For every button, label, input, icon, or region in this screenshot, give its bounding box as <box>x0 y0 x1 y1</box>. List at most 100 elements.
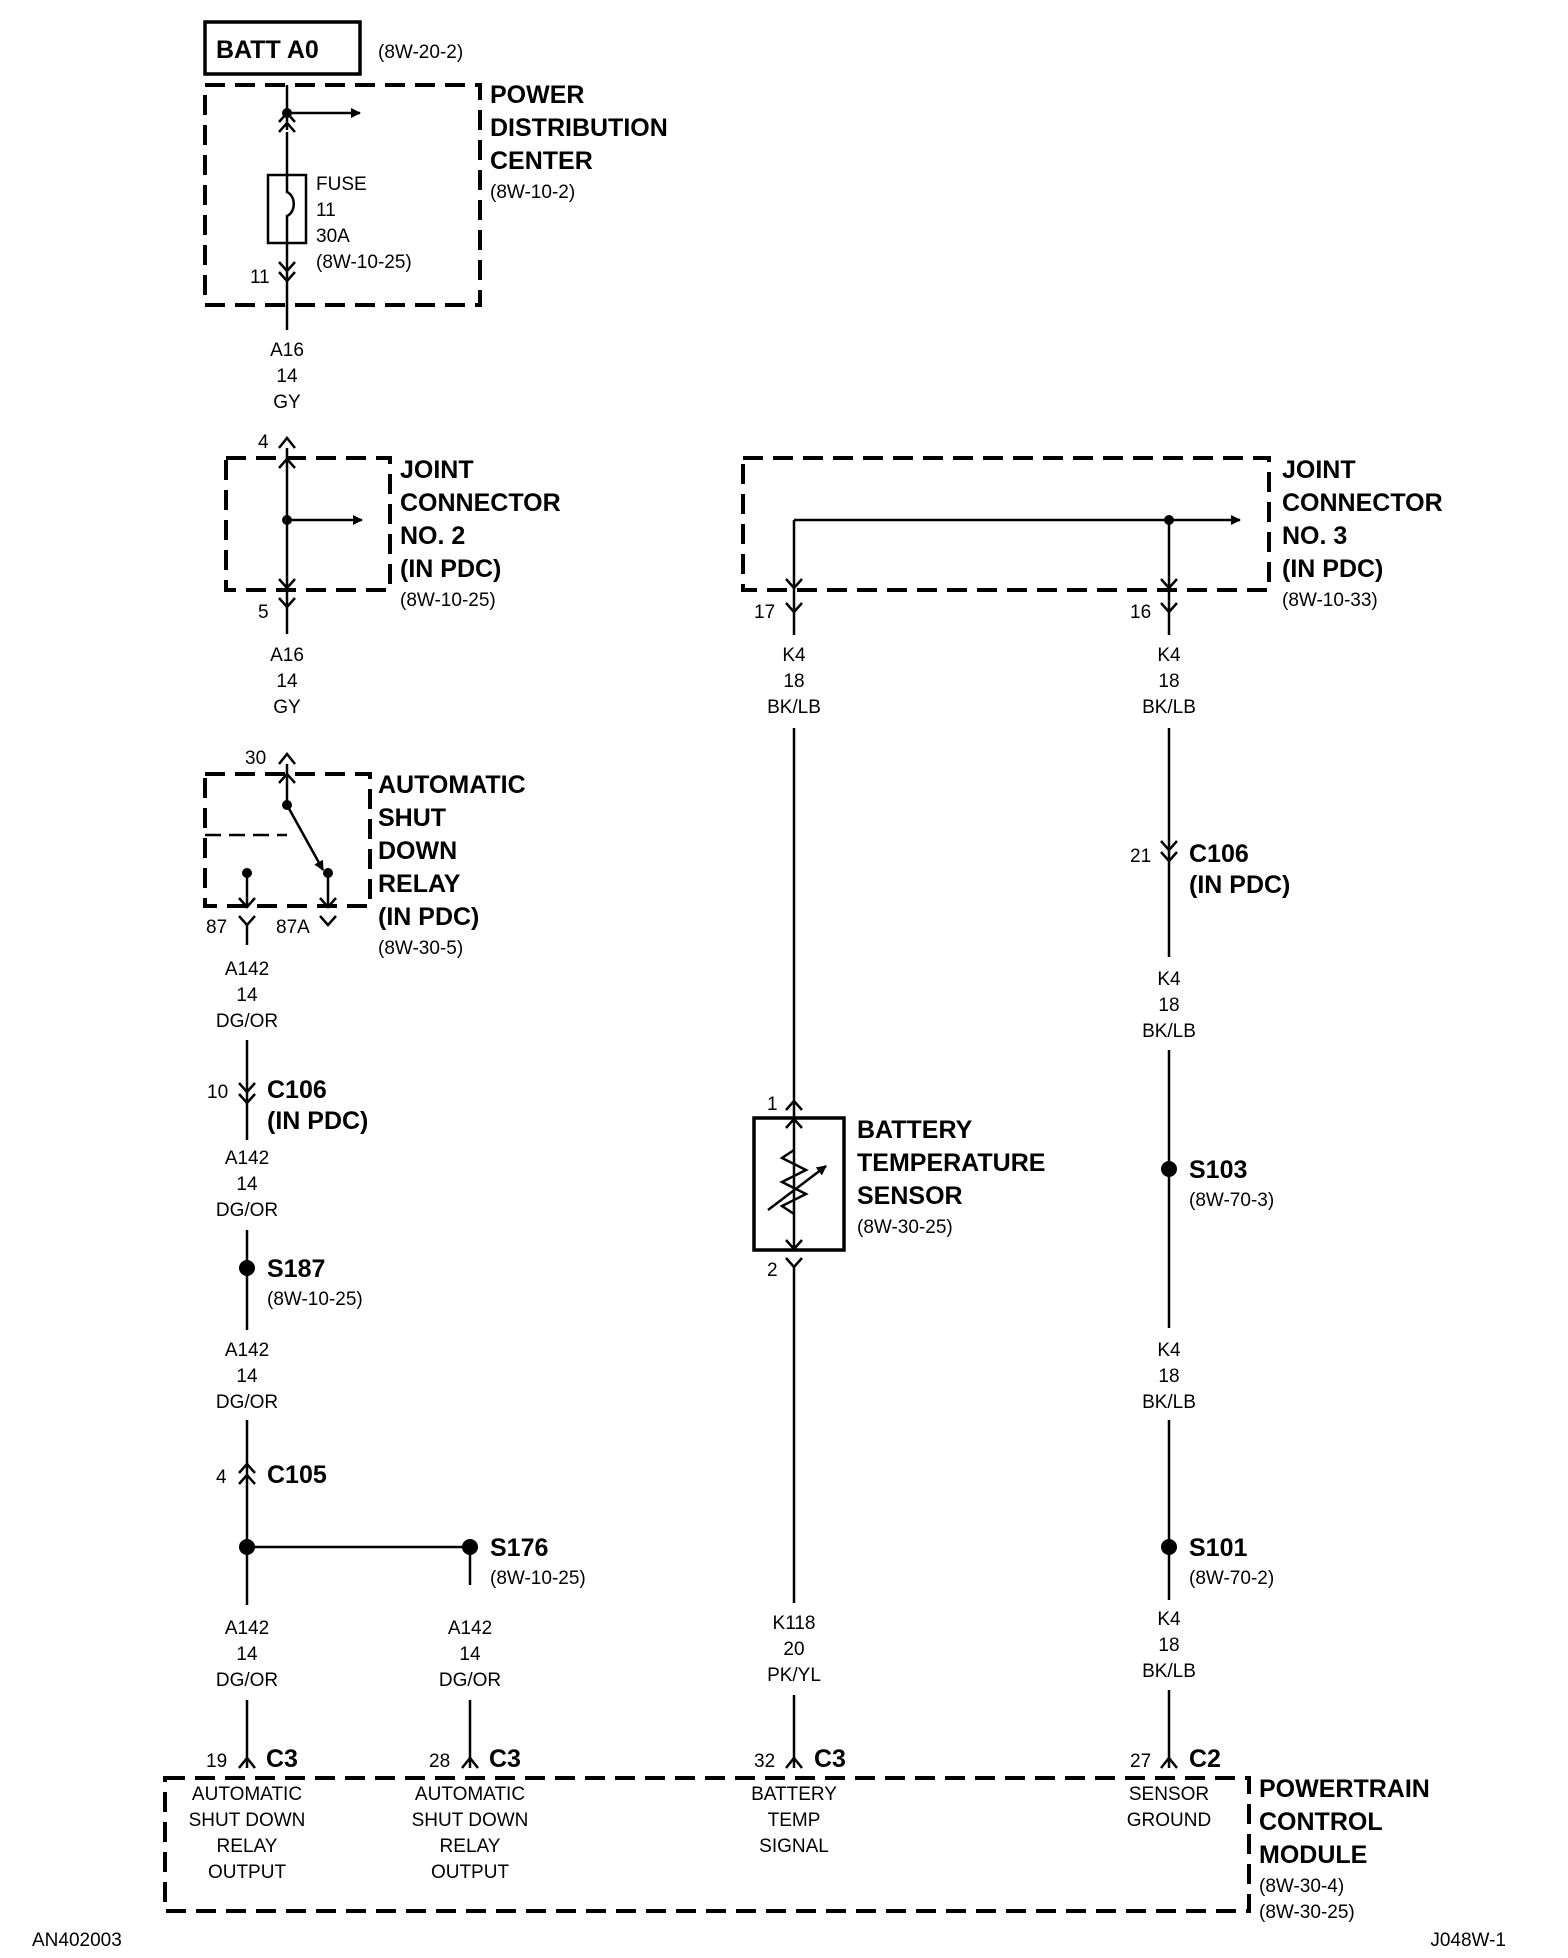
asd-pin-87: 87 <box>206 917 227 938</box>
wire-k4-right-3-color: BK/LB <box>1142 1392 1196 1413</box>
jc2-title-2: CONNECTOR <box>400 489 561 517</box>
pcm-pin-32: 32 C3 BATTERY TEMP SIGNAL <box>751 1745 846 1857</box>
battery-temperature-sensor: 1 2 BATTERY TEMPERATURE SENSOR (8W-30-25… <box>752 1094 1045 1281</box>
footer-left-code: AN402003 <box>32 1930 122 1951</box>
pcm-pin-19-desc-3: RELAY <box>217 1836 278 1857</box>
pcm-pin-28-desc-3: RELAY <box>440 1836 501 1857</box>
pcm-ref-2: (8W-30-25) <box>1259 1902 1355 1923</box>
pcm-pin-32-desc-1: BATTERY <box>751 1784 837 1805</box>
wire-a16-2-gauge: 14 <box>276 671 298 692</box>
pdc-pin-out: 11 <box>250 267 270 288</box>
wire-k4-right-4-gauge: 18 <box>1158 1635 1179 1656</box>
wire-a142-5-color: DG/OR <box>439 1670 501 1691</box>
pdc-title-1: POWER <box>490 81 584 109</box>
wire-k118-gauge: 20 <box>783 1639 804 1660</box>
splice-s176: S176 (8W-10-25) <box>239 1534 586 1589</box>
bts-title-3: SENSOR <box>857 1182 963 1210</box>
wire-a16-1-circuit: A16 <box>270 340 304 361</box>
wire-k4-right-4-color: BK/LB <box>1142 1661 1196 1682</box>
batt-a0-source: BATT A0 (8W-20-2) <box>203 20 463 76</box>
wire-a16-2-color: GY <box>273 697 301 718</box>
pdc-title-2: DISTRIBUTION <box>490 114 668 142</box>
wire-a142-2-color: DG/OR <box>216 1200 278 1221</box>
asd-title-3: DOWN <box>378 837 457 865</box>
c106-left-pin: 10 <box>207 1082 228 1103</box>
wire-k4-right-1-color: BK/LB <box>1142 697 1196 718</box>
bts-title-2: TEMPERATURE <box>857 1149 1045 1177</box>
pcm-title-3: MODULE <box>1259 1841 1367 1869</box>
s176-label: S176 <box>490 1534 548 1562</box>
pcm-pin-27-desc-2: GROUND <box>1127 1810 1211 1831</box>
jc3-title-4: (IN PDC) <box>1282 555 1383 583</box>
pcm-pin-32-desc-3: SIGNAL <box>759 1836 829 1857</box>
pcm-pin-28-desc-2: SHUT DOWN <box>412 1810 529 1831</box>
powertrain-control-module: 19 C3 AUTOMATIC SHUT DOWN RELAY OUTPUT 2… <box>163 1745 1430 1923</box>
s187-ref: (8W-10-25) <box>267 1289 363 1310</box>
batt-a0-ref: (8W-20-2) <box>378 42 463 63</box>
fuse-ref: (8W-10-25) <box>316 252 412 273</box>
jc2-title-1: JOINT <box>400 456 474 484</box>
wire-a142-3-gauge: 14 <box>236 1366 258 1387</box>
jc3-title-3: NO. 3 <box>1282 522 1347 550</box>
wire-k4-left-circuit: K4 <box>782 645 806 666</box>
pdc-ref: (8W-10-2) <box>490 182 575 203</box>
pcm-pin-19-desc-4: OUTPUT <box>208 1862 287 1883</box>
wire-k4-right-1-gauge: 18 <box>1158 671 1179 692</box>
pcm-ref-1: (8W-30-4) <box>1259 1876 1344 1897</box>
pcm-pin-32-number: 32 <box>754 1751 775 1772</box>
asd-title-4: RELAY <box>378 870 461 898</box>
c106-left-connector: 10 C106 (IN PDC) <box>207 1040 368 1140</box>
asd-title-2: SHUT <box>378 804 446 832</box>
bts-pin-1: 1 <box>767 1094 778 1115</box>
pcm-pin-28: 28 C3 AUTOMATIC SHUT DOWN RELAY OUTPUT <box>412 1745 529 1883</box>
pcm-pin-32-connector: C3 <box>814 1745 846 1773</box>
asd-title-5: (IN PDC) <box>378 903 479 931</box>
wire-a16-1-color: GY <box>273 392 301 413</box>
asd-title-1: AUTOMATIC <box>378 771 526 799</box>
s101-label: S101 <box>1189 1534 1247 1562</box>
jc3-ref: (8W-10-33) <box>1282 590 1378 611</box>
wire-k4-right-2-circuit: K4 <box>1157 969 1181 990</box>
wire-a142-4-gauge: 14 <box>236 1644 258 1665</box>
batt-a0-label: BATT A0 <box>216 36 319 64</box>
pcm-title-2: CONTROL <box>1259 1808 1383 1836</box>
jc3-title-1: JOINT <box>1282 456 1356 484</box>
c106-right-pin: 21 <box>1130 846 1151 867</box>
asd-ref: (8W-30-5) <box>378 938 463 959</box>
pcm-pin-27-desc-1: SENSOR <box>1129 1784 1209 1805</box>
c106-left-label: C106 <box>267 1076 327 1104</box>
wire-k118-circuit: K118 <box>773 1613 816 1634</box>
c106-right-connector: 21 C106 (IN PDC) <box>1130 728 1290 957</box>
wire-a16-1-gauge: 14 <box>276 366 298 387</box>
pcm-pin-19-desc-1: AUTOMATIC <box>192 1784 302 1805</box>
jc3-title-2: CONNECTOR <box>1282 489 1443 517</box>
jc2-title-3: NO. 2 <box>400 522 465 550</box>
s103-label: S103 <box>1189 1156 1247 1184</box>
wire-k4-left-gauge: 18 <box>783 671 804 692</box>
bts-ref: (8W-30-25) <box>857 1217 953 1238</box>
s176-ref: (8W-10-25) <box>490 1568 586 1589</box>
pcm-pin-19: 19 C3 AUTOMATIC SHUT DOWN RELAY OUTPUT <box>189 1745 306 1883</box>
wire-k4-right-1-circuit: K4 <box>1157 645 1181 666</box>
s101-ref: (8W-70-2) <box>1189 1568 1274 1589</box>
wire-k4-right-3-circuit: K4 <box>1157 1340 1181 1361</box>
asd-pin-30: 30 <box>245 748 266 769</box>
wire-k4-right-2-gauge: 18 <box>1158 995 1179 1016</box>
c105-pin: 4 <box>216 1467 227 1488</box>
jc2-pin-out: 5 <box>258 602 269 623</box>
wire-a142-3-circuit: A142 <box>225 1340 269 1361</box>
pcm-pin-28-desc-1: AUTOMATIC <box>415 1784 525 1805</box>
pcm-pin-28-desc-4: OUTPUT <box>431 1862 510 1883</box>
fuse-rating: 30A <box>316 226 350 247</box>
s103-ref: (8W-70-3) <box>1189 1190 1274 1211</box>
splice-s101: S101 (8W-70-2) <box>1161 1420 1274 1600</box>
pcm-title-1: POWERTRAIN <box>1259 1775 1430 1803</box>
c106-right-location: (IN PDC) <box>1189 871 1290 899</box>
wire-k4-right-4-circuit: K4 <box>1157 1609 1181 1630</box>
splice-s187: S187 (8W-10-25) <box>239 1230 363 1330</box>
wire-k4-right-2-color: BK/LB <box>1142 1021 1196 1042</box>
pcm-pin-27: 27 C2 SENSOR GROUND <box>1127 1745 1221 1831</box>
wire-k118-color: PK/YL <box>767 1665 821 1686</box>
wire-a142-1-color: DG/OR <box>216 1011 278 1032</box>
